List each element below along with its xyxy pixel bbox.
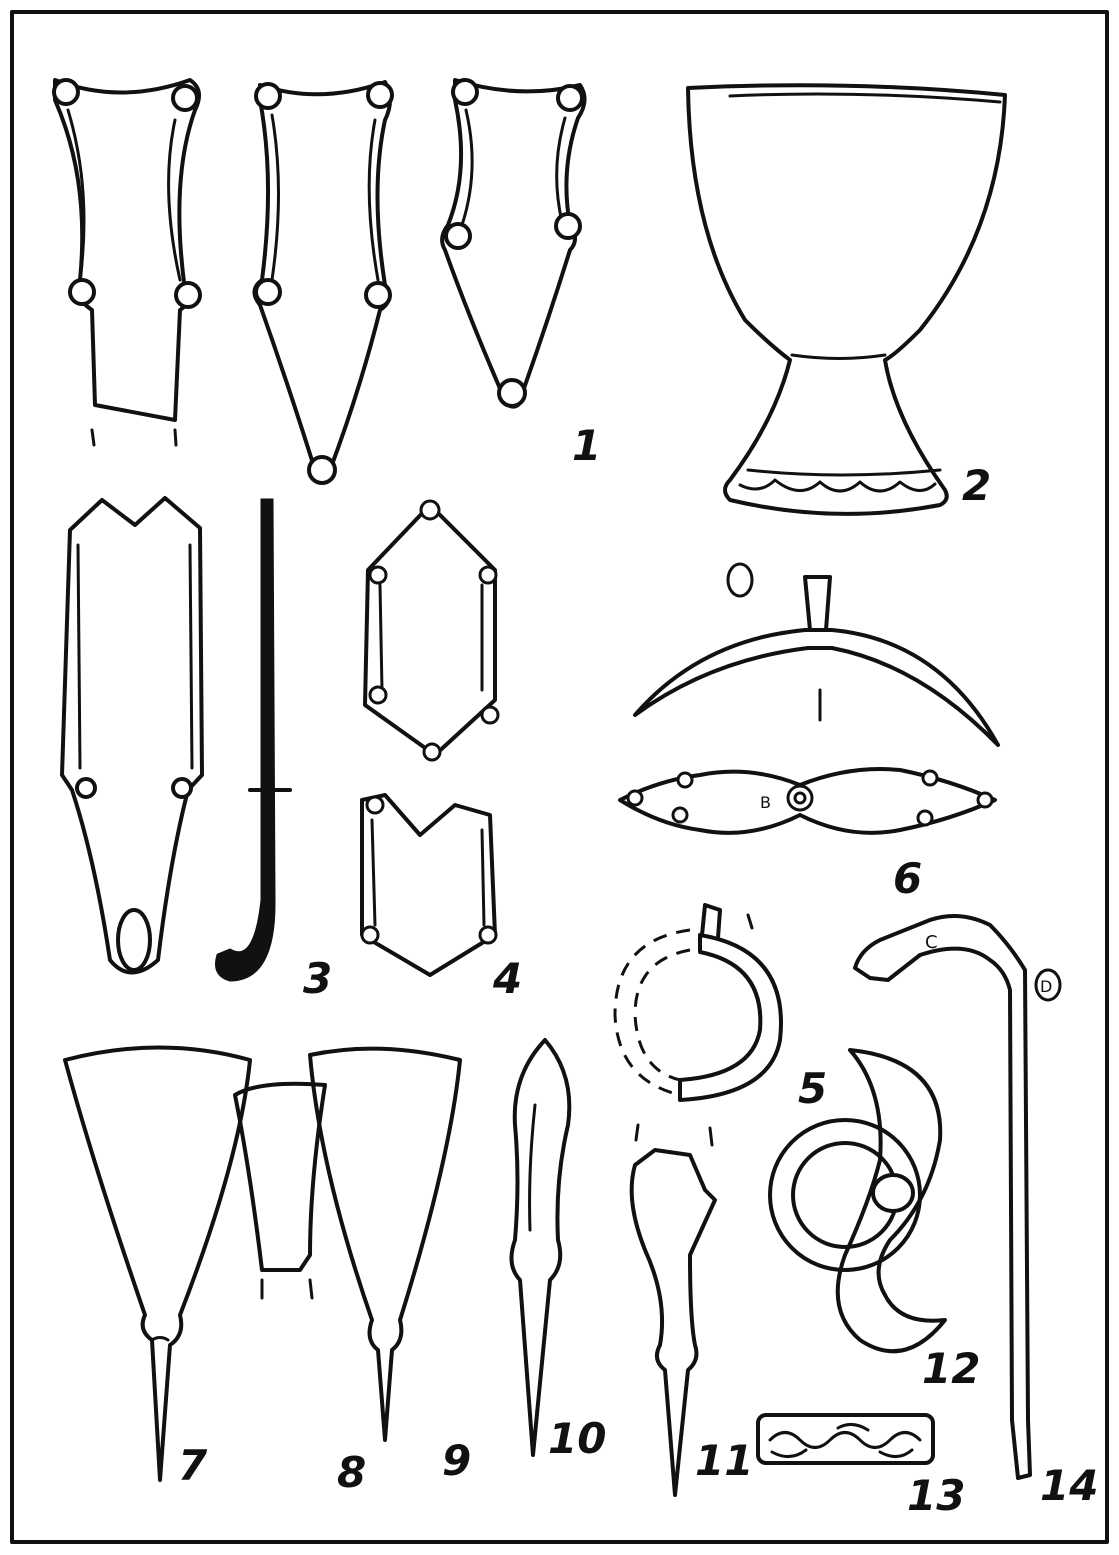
artifact-11-point [629,1123,717,1497]
artifact-6-plaque [618,767,997,835]
artifact-3-long-plaque [60,496,204,975]
artifact-12-ring-crescent [768,1048,947,1354]
label-1: 1 [572,421,602,470]
inscription-c: C [925,932,938,953]
plate-frame [10,10,1109,1544]
artifact-8-fragment [233,1081,327,1300]
artifact-10-point [509,1038,572,1457]
artifact-14-pin [853,914,1062,1480]
label-6: 6 [893,854,923,903]
inscription-b: B [760,793,771,812]
artifact-3-hook [215,498,292,982]
label-2: 2 [962,461,992,510]
label-8: 8 [337,1448,367,1497]
label-12: 12 [922,1344,981,1393]
artifact-7-spatula [63,1045,252,1482]
label-7: 7 [178,1441,208,1490]
artifact-13-bead [756,1413,935,1465]
artifact-4-plaque-bottom [360,793,498,977]
label-9: 9 [442,1436,472,1485]
label-10: 10 [548,1414,607,1463]
label-11: 11 [695,1436,754,1485]
label-4: 4 [493,954,523,1003]
label-5: 5 [798,1064,828,1113]
label-13: 13 [907,1471,966,1520]
label-14: 14 [1040,1461,1099,1510]
artifact-4-plaque-top [363,499,500,762]
artifact-6-fitting [633,562,1000,747]
artifact-1-plaque-b [252,80,394,485]
label-3: 3 [303,954,333,1003]
artifact-1-plaque-c [440,78,587,409]
artifact-9-spatula [308,1046,462,1442]
artifact-5-ring [613,903,783,1102]
inscription-d: D [1040,977,1052,996]
artifact-2-goblet [686,83,1007,516]
artifact-1-plaque-a [52,78,202,447]
